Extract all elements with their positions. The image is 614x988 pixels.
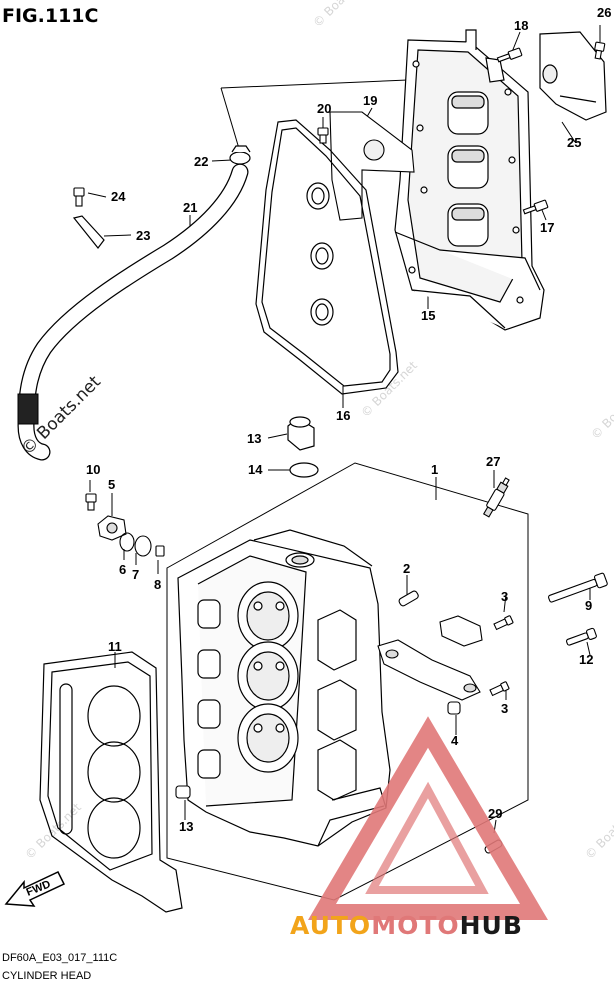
callout-10: 9 [585,598,592,613]
callout-9: 10 [86,462,100,477]
cylinder-head-block [177,529,391,847]
cover-gasket-plate [329,111,415,221]
ghost-watermark: © Boats.net [588,380,614,442]
callout-6: 6 [119,562,126,577]
ghost-watermark: © Boats.net [358,358,420,420]
o-ring [289,462,319,478]
hose-sleeve [17,393,39,425]
dowel-pin-4 [447,701,461,715]
footer-caption: CYLINDER HEAD [2,970,91,982]
thermostat [134,535,152,557]
breather-hose [17,163,249,461]
bolt-27 [594,41,606,60]
callout-29: 29 [488,806,502,821]
callout-3: 3 [501,589,508,604]
cover-gasket [255,119,399,395]
footer-code: DF60A_E03_017_111C [2,952,117,964]
bolt-25 [73,187,85,207]
callout-15: 14 [248,462,263,477]
callout-14: 13 [247,431,261,446]
callout-28: 27 [486,454,500,469]
callout-2: 2 [403,561,410,576]
callout-11: 11 [108,639,122,654]
callout-8: 8 [154,577,161,592]
callout-1: 1 [431,462,438,477]
cover-plate [539,31,607,121]
callout-17: 16 [336,408,350,423]
callout-16: 15 [421,308,435,323]
ghost-watermark: © Boats.net [582,800,614,862]
bolt-21 [317,127,329,144]
callout-3b: 3 [501,701,508,716]
callout-24: 23 [136,228,150,243]
dowel-pin-13 [175,785,191,799]
small-bolts [73,41,606,215]
spark-plug [482,477,510,518]
head-bolt-short [566,627,597,646]
oil-filler-cap [287,416,315,451]
thermostat-group [85,493,165,557]
head-gasket [39,651,183,913]
bolt-18 [522,199,549,215]
callout-12: 12 [579,652,593,667]
callout-18: 17 [540,220,554,235]
bolt-9 [85,493,97,511]
cylinder-head-frame [166,462,529,901]
fwd-arrow-icon [4,871,66,907]
cam-caps [377,615,483,701]
callout-23: 22 [194,154,208,169]
head-bolt-long [548,572,608,603]
callout-5: 5 [108,477,115,492]
ghost-watermark: © Boats.net [310,0,372,30]
bolt-8 [155,545,165,557]
logo-wordmark: AUTOMOTOHUB [290,911,523,940]
figure-title: FIG.111C [2,5,98,27]
logo-inner-triangle [365,781,489,894]
automotohub-logo: AUTOMOTOHUB [290,716,548,940]
callout-20: 19 [363,93,377,108]
fwd-marker: FWD [4,871,66,907]
logo-part-moto: MOTO [371,911,459,940]
thermostat-gasket [119,532,135,552]
thermostat-cover [97,515,127,541]
hose-clip [72,215,105,249]
head-cover [394,29,545,331]
logo-part-hub: HUB [460,911,523,940]
bolt-19 [496,47,523,63]
callout-7: 7 [132,567,139,582]
cam-cap-bolts [489,615,514,697]
callout-25: 24 [111,189,126,204]
callout-27: 26 [597,5,611,20]
callout-22: 21 [183,200,197,215]
hose-clamp [229,145,251,165]
logo-triangle [308,716,548,920]
callout-4: 4 [451,733,459,748]
callouts: 26 18 19 20 22 24 21 23 25 17 15 16 13 1… [86,5,611,834]
callout-13: 13 [179,819,193,834]
callout-26: 25 [567,135,581,150]
dowel-pin-2 [398,590,419,607]
callout-19: 18 [514,18,528,33]
logo-part-auto: AUTO [290,911,371,940]
callout-21: 20 [317,101,331,116]
